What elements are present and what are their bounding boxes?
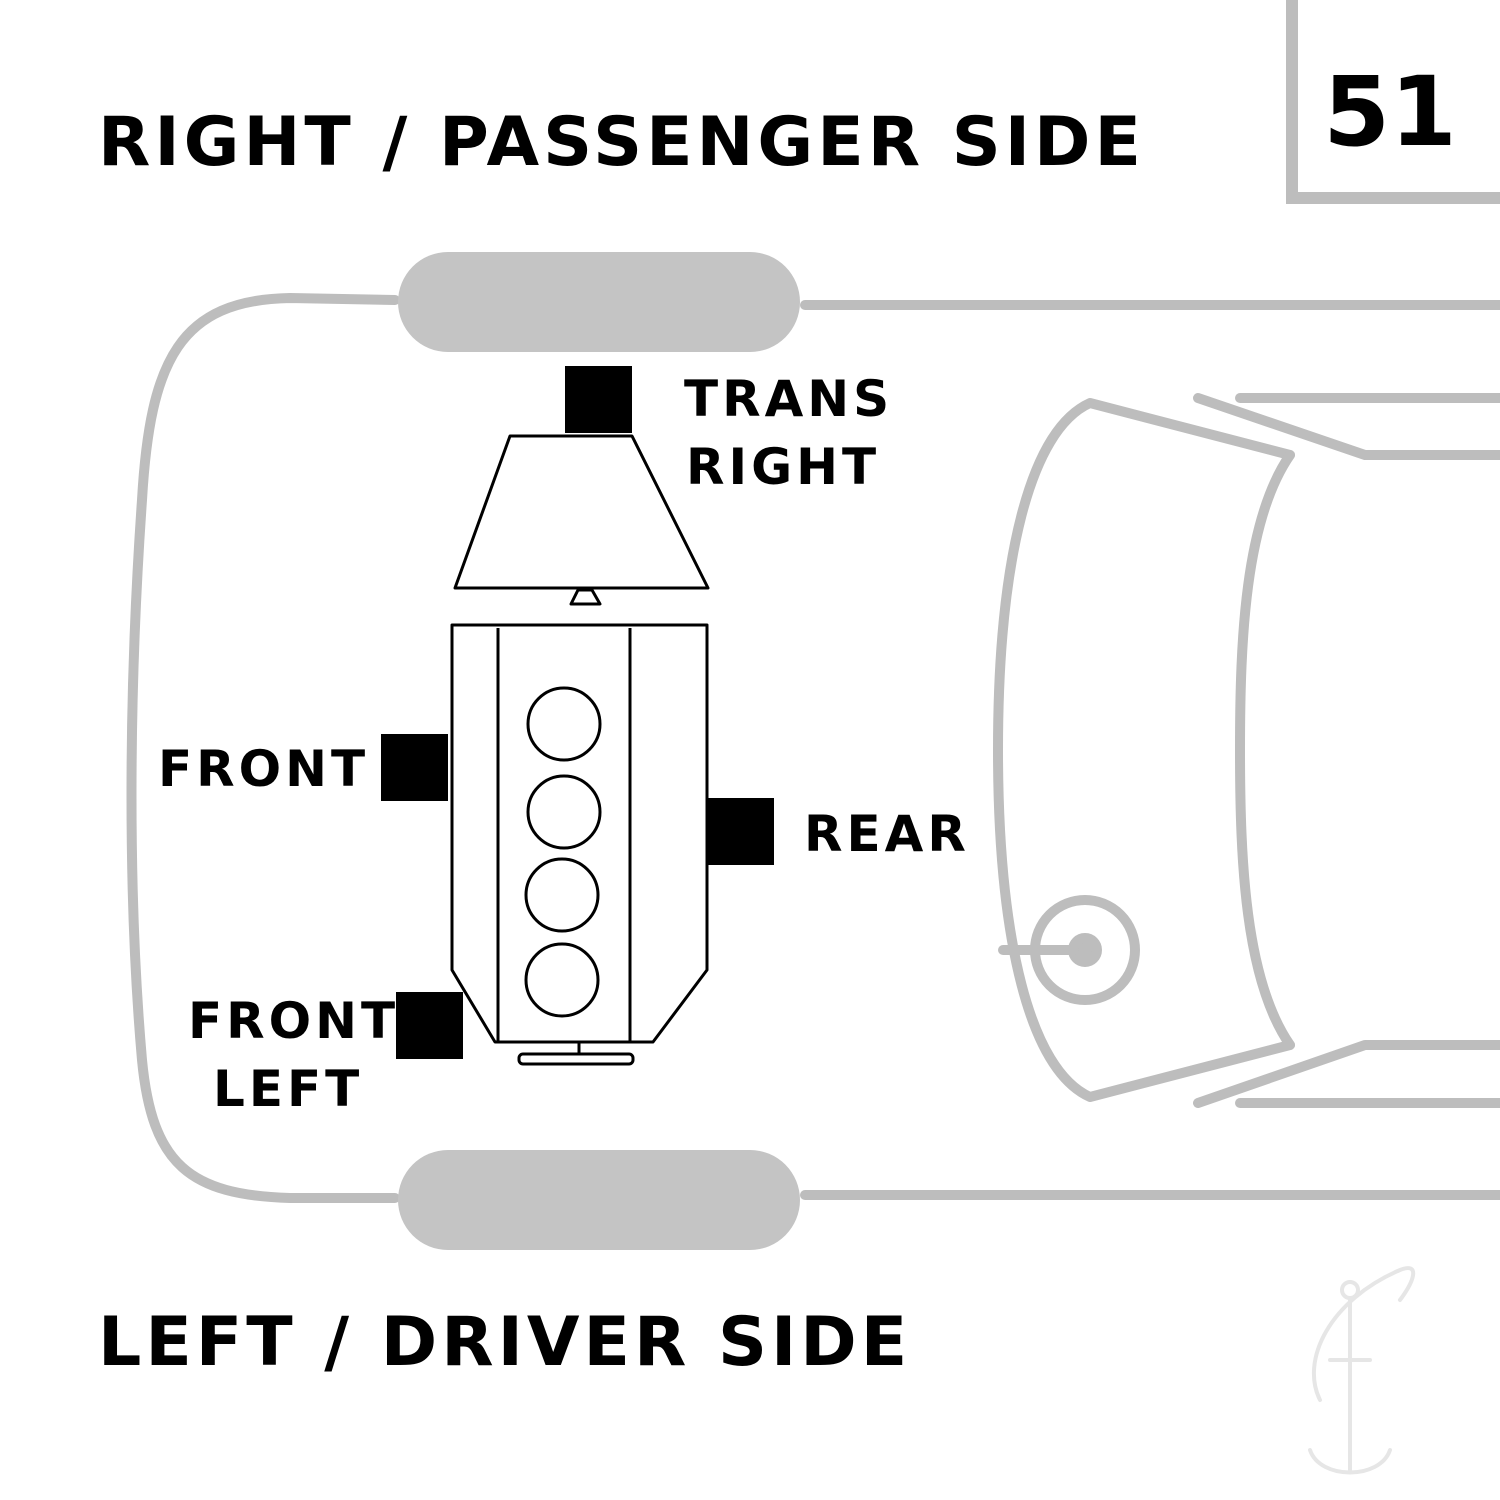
front-left-tire bbox=[398, 1150, 800, 1250]
diagram-number-box: 51 bbox=[1286, 0, 1500, 204]
cylinder-4 bbox=[524, 942, 600, 1018]
mount-front-left bbox=[396, 992, 463, 1059]
front-right-tire bbox=[398, 252, 800, 352]
cylinder-1 bbox=[526, 686, 602, 762]
trans-right-label-line-1: TRANS bbox=[684, 370, 893, 428]
front-left-label-line-1: FRONT bbox=[188, 992, 399, 1050]
driver-side-label: LEFT / DRIVER SIDE bbox=[98, 1303, 911, 1382]
engine-block bbox=[450, 623, 709, 1066]
mount-trans-right bbox=[565, 366, 632, 433]
mount-front bbox=[381, 734, 448, 801]
cylinder-3 bbox=[524, 857, 600, 933]
front-left-label-line-2: LEFT bbox=[213, 1060, 363, 1118]
transmission bbox=[453, 434, 710, 606]
passenger-side-label: RIGHT / PASSENGER SIDE bbox=[98, 103, 1145, 182]
anchor-logo-icon bbox=[1308, 1266, 1416, 1475]
cylinder-2 bbox=[526, 774, 602, 850]
cabin-outline bbox=[993, 393, 1500, 1108]
rear-label: REAR bbox=[804, 805, 970, 863]
trans-right-label-line-2: RIGHT bbox=[686, 438, 880, 496]
cylinders bbox=[524, 686, 602, 1018]
mount-rear bbox=[707, 798, 774, 865]
front-label: FRONT bbox=[158, 740, 369, 798]
car-body-outline bbox=[126, 293, 1500, 1203]
diagram-number: 51 bbox=[1323, 56, 1457, 168]
crank-pulley bbox=[517, 1052, 635, 1066]
